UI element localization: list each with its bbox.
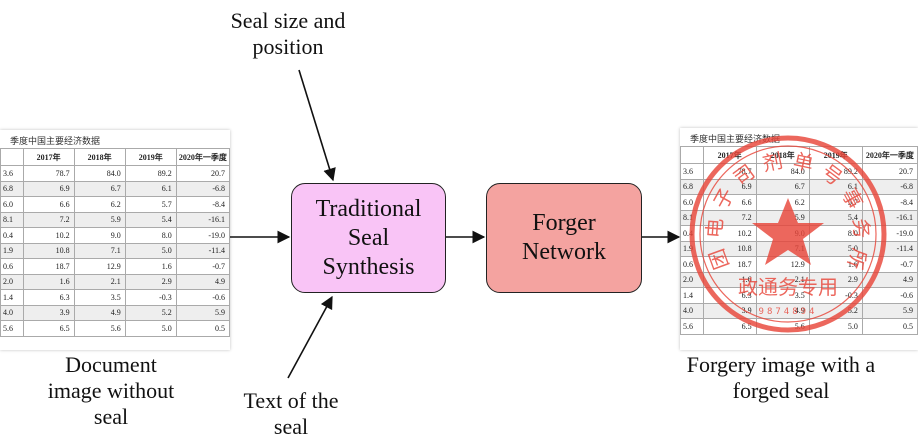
forged-seal: 团电子司剂单号事务所 政通务专用 9874894: [689, 135, 887, 333]
seal-ring-char: 剂: [760, 148, 785, 176]
table-cell: 0.5: [861, 318, 918, 335]
table-cell: -6.8: [175, 180, 230, 197]
seal-ring-char: 电: [702, 217, 727, 239]
traditional-seal-synthesis-label: Traditional Seal Synthesis: [315, 195, 422, 280]
table-header-cell: 2020年一季度: [175, 148, 230, 166]
table-cell: 2.1: [755, 271, 810, 288]
table-header-cell: 2020年一季度: [861, 146, 918, 164]
seal-text-label: Text of the seal: [243, 388, 339, 439]
table-cell: 7.2: [22, 211, 75, 228]
seal-bottom-text: 政通务专用: [738, 275, 838, 299]
seal-outer-ring: [689, 135, 887, 333]
table-cell: 5.4: [808, 209, 863, 226]
table-cell: 2.0: [0, 273, 24, 290]
table-cell: 7.1: [73, 242, 126, 259]
document-title: 季度中国主要经济数据: [690, 135, 781, 145]
table-header-cell: 2018年: [755, 146, 810, 164]
document-title: 季度中国主要经济数据: [10, 137, 101, 147]
table-cell: 4.9: [755, 302, 810, 319]
table-cell: 2.1: [73, 273, 126, 290]
table-cell: 10.8: [22, 242, 75, 259]
arrow-seal-text-to-synthesis: [287, 295, 333, 379]
table-cell: 4.0: [680, 302, 704, 319]
table-cell: 5.6: [680, 318, 704, 335]
table-cell: 0.5: [175, 320, 230, 337]
table-cell: 4.9: [175, 273, 230, 290]
table-cell: 1.9: [0, 242, 24, 259]
seal-size-label: Seal size and position: [230, 8, 346, 59]
table-cell: 8.1: [0, 211, 24, 228]
seal-star: [752, 198, 824, 265]
table-cell: 5.9: [175, 304, 230, 321]
traditional-seal-synthesis-box: Traditional Seal Synthesis: [291, 183, 446, 293]
seal-ring-char: 务: [849, 217, 874, 239]
seal-number: 9874894: [759, 307, 818, 317]
document-without-seal-label: Document image without seal: [47, 352, 175, 429]
table-cell: 6.8: [680, 178, 704, 195]
table-cell: 6.7: [755, 178, 810, 195]
table-cell: -16.1: [861, 209, 918, 226]
forger-network-box: Forger Network: [486, 183, 642, 293]
seal-ring-char: 单: [791, 148, 816, 176]
seal-inner-ring: [699, 145, 877, 323]
table-cell: 6.9: [22, 180, 75, 197]
table-cell: 2.9: [124, 273, 177, 290]
table-cell: 6.5: [22, 320, 75, 337]
table-cell: 3.9: [22, 304, 75, 321]
table-cell: 6.7: [73, 180, 126, 197]
arrow-seal-size-to-synthesis: [298, 69, 336, 182]
table-cell: 1.6: [22, 273, 75, 290]
table-cell: 5.0: [124, 320, 177, 337]
forgery-image-label: Forgery image with a forged seal: [686, 352, 876, 403]
forger-network-label: Forger Network: [522, 210, 606, 265]
table-cell: 5.9: [861, 302, 918, 319]
